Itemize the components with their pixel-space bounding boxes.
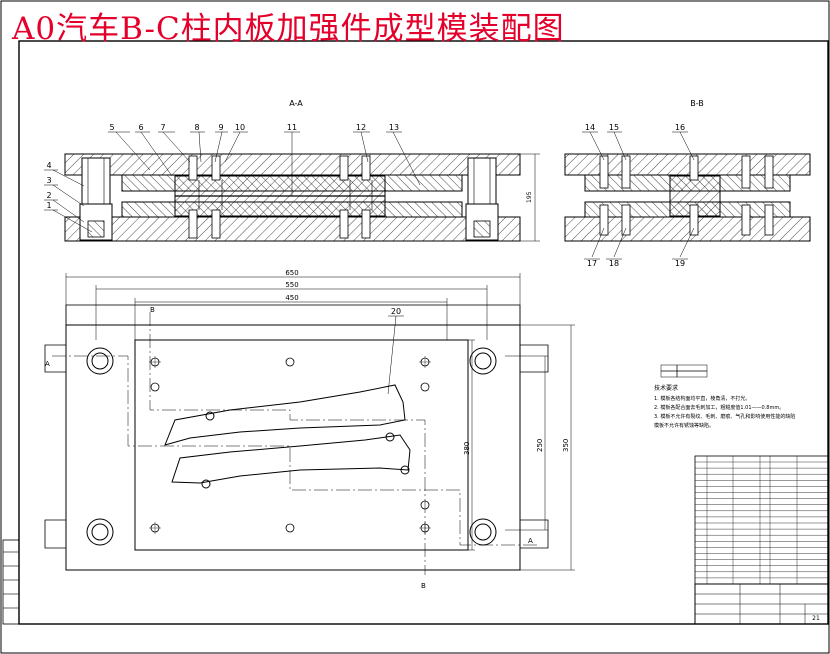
section-label-bb: B-B [690,99,704,108]
inner-frame [18,40,829,625]
dim-250: 250 [536,439,544,452]
callout-1: 1 [46,201,51,210]
cut-letter-b-bottom: B [421,582,426,590]
callout-3: 3 [46,176,51,185]
callout-13: 13 [389,123,399,132]
section-a-a: A-A [44,99,540,242]
callout-8: 8 [194,123,199,132]
dim-650: 650 [285,269,298,277]
callout-4: 4 [46,161,51,170]
parts-list [694,455,829,585]
drawing-title: A0汽车B-C柱内板加强件成型模装配图 [12,11,565,47]
cut-letter-b-top: B [150,306,155,314]
callout-2: 2 [46,191,51,200]
dim-380: 380 [463,442,471,455]
tech-req-line-3: 3. 模板不允许有裂纹、毛刺、磨痕、气孔和影响使用性能的缺陷 [654,413,795,420]
callout-10: 10 [235,123,245,132]
dim-550: 550 [285,281,298,289]
dim-350: 350 [562,439,570,452]
title-block [694,583,829,625]
cut-letter-a-left: A [45,360,50,368]
tech-req-line-2: 2. 模板各配合面去毛刺加工，粗糙度值1.01——0.8mm。 [654,404,784,411]
plan-view: 650 550 450 [44,269,575,590]
dim-stack-195: 195 [526,191,533,203]
callout-15: 15 [609,123,619,132]
callout-14: 14 [585,123,595,132]
dim-450: 450 [285,294,298,302]
tech-req-line-1: 1. 模板各结构面均平直，棱角清，不打光。 [654,395,750,402]
callout-19: 19 [675,259,685,268]
title-block-number: 21 [812,615,820,622]
left-side-block [2,539,20,625]
section-label-aa: A-A [289,99,303,108]
tech-req-line-4: 模板不允许有锈蚀等缺陷。 [654,422,714,429]
callout-16: 16 [675,123,685,132]
tech-req-heading: 技术要求 [654,384,678,392]
cut-letter-a-right: A [528,537,533,545]
callout-5: 5 [109,123,114,132]
callout-6: 6 [138,123,143,132]
callout-20: 20 [391,307,401,316]
callout-7: 7 [160,123,165,132]
callout-18: 18 [609,259,619,268]
callout-17: 17 [587,259,597,268]
callout-11: 11 [287,123,297,132]
tech-requirements: 技术要求 1. 模板各结构面均平直，棱角清，不打光。 2. 模板各配合面去毛刺加… [654,364,795,429]
callout-12: 12 [356,123,366,132]
section-b-b: B-B [564,99,811,268]
callout-9: 9 [218,123,223,132]
